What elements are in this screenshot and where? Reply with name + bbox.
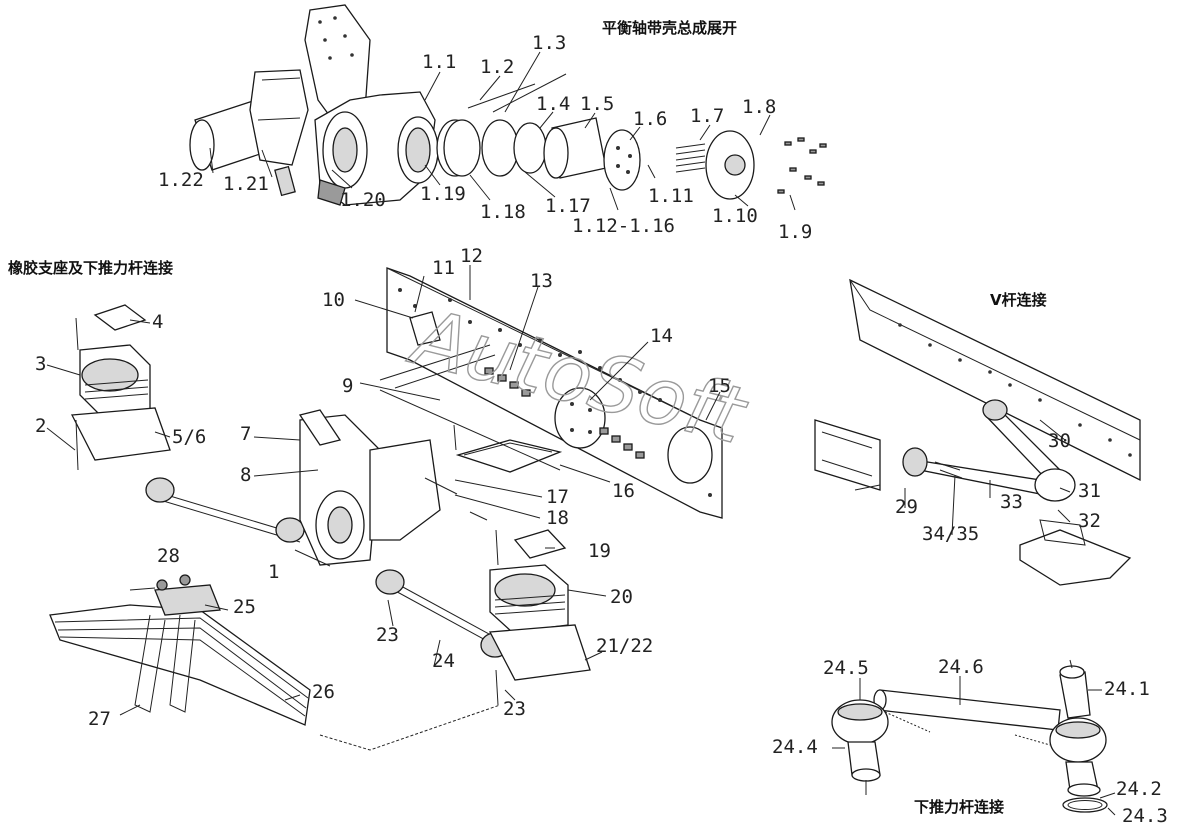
spring-seat-25 — [154, 584, 221, 616]
label-24: 24 — [432, 650, 455, 672]
base-bracket-32 — [1019, 529, 1132, 586]
label-1-3: 1.3 — [532, 32, 566, 54]
round-cover-plate — [554, 387, 606, 449]
label-17: 17 — [546, 486, 569, 508]
label-1-18: 1.18 — [480, 201, 526, 223]
mount-cap-4 — [93, 304, 147, 331]
title-balance-shaft-assembly: 平衡轴带壳总成展开 — [602, 19, 737, 37]
label-1: 1 — [268, 561, 279, 583]
cover-plate-16 — [455, 439, 563, 473]
label-26: 26 — [312, 681, 335, 703]
title-lower-thrust-rod: 下推力杆连接 — [914, 798, 1004, 816]
rod-end-right-boss — [1059, 671, 1091, 719]
label-12: 12 — [460, 245, 483, 267]
seal-ring-1-4 — [513, 122, 547, 174]
bracket-10 — [409, 311, 441, 346]
label-1-2: 1.2 — [480, 56, 514, 78]
label-30: 30 — [1048, 430, 1071, 452]
v-arm-lower — [913, 459, 1046, 496]
label-20: 20 — [610, 586, 633, 608]
label-8: 8 — [240, 464, 251, 486]
label-31: 31 — [1078, 480, 1101, 502]
shaft-bracket — [249, 69, 309, 166]
bracket-foot — [274, 165, 296, 197]
label-1-12-1-16: 1.12-1.16 — [572, 215, 675, 237]
label-18: 18 — [546, 507, 569, 529]
label-23-top: 23 — [376, 624, 399, 646]
label-7: 7 — [240, 423, 251, 445]
label-1-22: 1.22 — [158, 169, 204, 191]
label-1-6: 1.6 — [633, 108, 667, 130]
lower-thrust-rod-assembly — [831, 659, 1116, 816]
label-4: 4 — [152, 311, 163, 333]
label-27: 27 — [88, 708, 111, 730]
label-24-3: 24.3 — [1122, 805, 1168, 827]
bracket-29 — [814, 419, 881, 491]
label-14: 14 — [650, 325, 673, 347]
v-rod-assembly — [814, 278, 1141, 586]
label-21-22: 21/22 — [596, 635, 653, 657]
label-24-2: 24.2 — [1116, 778, 1162, 800]
balance-shaft-exploded-view — [189, 4, 827, 211]
label-28: 28 — [157, 545, 180, 567]
label-23-bottom: 23 — [503, 698, 526, 720]
label-16: 16 — [612, 480, 635, 502]
label-2: 2 — [35, 415, 46, 437]
label-1-17: 1.17 — [545, 195, 591, 217]
label-1-5: 1.5 — [580, 93, 614, 115]
frame-rail-assembly — [379, 267, 723, 519]
frame-rail-right — [849, 278, 1141, 482]
label-3: 3 — [35, 353, 46, 375]
label-25: 25 — [233, 596, 256, 618]
label-5-6: 5/6 — [172, 426, 206, 448]
label-32: 32 — [1078, 510, 1101, 532]
label-1-19: 1.19 — [420, 183, 466, 205]
label-1-11: 1.11 — [648, 185, 694, 207]
label-10: 10 — [322, 289, 345, 311]
bearing-ring-1-17 — [481, 119, 519, 177]
label-19: 19 — [588, 540, 611, 562]
label-24-4: 24.4 — [772, 736, 818, 758]
label-1-21: 1.21 — [223, 173, 269, 195]
label-1-4: 1.4 — [536, 93, 570, 115]
rubber-support-assembly — [46, 265, 721, 751]
label-24-5: 24.5 — [823, 657, 869, 679]
shaft-tube-end — [189, 119, 215, 171]
title-rubber-support-lower-rod: 橡胶支座及下推力杆连接 — [8, 259, 173, 277]
v-rod-ball-joint — [1034, 468, 1076, 502]
mount-base — [70, 407, 171, 461]
label-15: 15 — [708, 375, 731, 397]
label-1-9: 1.9 — [778, 221, 812, 243]
thrust-rod-tube — [877, 689, 1061, 731]
label-33: 33 — [1000, 491, 1023, 513]
label-34-35: 34/35 — [922, 523, 979, 545]
label-24-1: 24.1 — [1104, 678, 1150, 700]
label-1-8: 1.8 — [742, 96, 776, 118]
label-29: 29 — [895, 496, 918, 518]
leaf-spring — [49, 604, 311, 726]
mount-cap-19 — [513, 529, 567, 559]
label-9: 9 — [342, 375, 353, 397]
label-1-20: 1.20 — [340, 189, 386, 211]
label-24-6: 24.6 — [938, 656, 984, 678]
label-1-7: 1.7 — [690, 105, 724, 127]
flange-1-6 — [603, 129, 641, 191]
label-11: 11 — [432, 257, 455, 279]
label-13: 13 — [530, 270, 553, 292]
mount-base-right — [488, 624, 591, 681]
label-1-1: 1.1 — [422, 51, 456, 73]
title-v-rod-connection: V杆连接 — [990, 291, 1047, 309]
label-1-10: 1.10 — [712, 205, 758, 227]
housing-bracket — [369, 439, 441, 541]
